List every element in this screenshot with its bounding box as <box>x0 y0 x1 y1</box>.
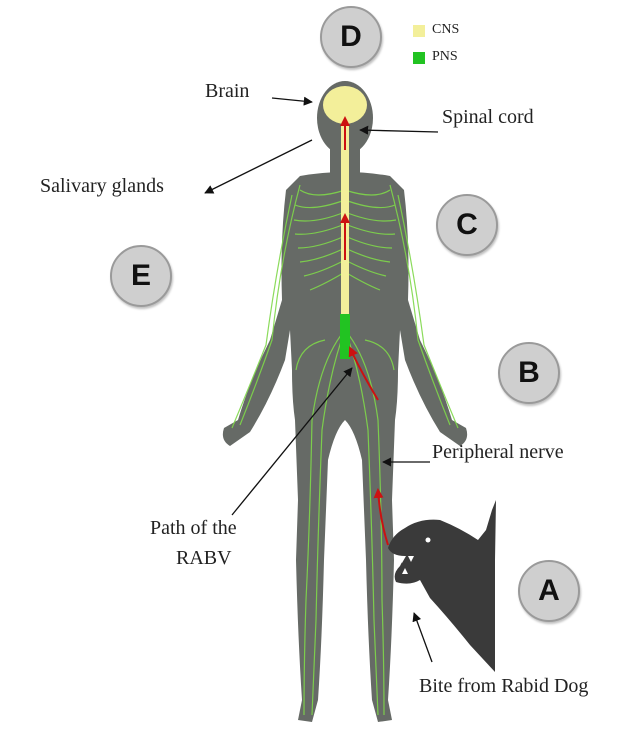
marker-c: C <box>436 194 498 256</box>
label-brain: Brain <box>205 80 250 102</box>
marker-a: A <box>518 560 580 622</box>
legend-label-pns: PNS <box>432 49 458 64</box>
label-salivary-glands: Salivary glands <box>40 175 164 197</box>
pns-lumbar-segment <box>340 314 350 359</box>
marker-d: D <box>320 6 382 68</box>
annotation-arrows <box>204 96 439 663</box>
legend-swatch-pns <box>413 52 425 64</box>
marker-e: E <box>110 245 172 307</box>
label-rabv: RABV <box>176 547 232 569</box>
label-path-of-the: Path of the <box>150 517 237 539</box>
marker-b: B <box>498 342 560 404</box>
label-spinal-cord: Spinal cord <box>442 106 534 128</box>
label-bite-from-rabid-dog: Bite from Rabid Dog <box>419 675 589 697</box>
legend-swatch-cns <box>413 25 425 37</box>
label-peripheral-nerve: Peripheral nerve <box>432 441 564 463</box>
brain-shape <box>323 86 367 124</box>
dog-head-silhouette <box>388 500 496 672</box>
legend-label-cns: CNS <box>432 22 460 37</box>
dog-teeth <box>398 537 431 574</box>
rabv-path <box>340 116 389 546</box>
